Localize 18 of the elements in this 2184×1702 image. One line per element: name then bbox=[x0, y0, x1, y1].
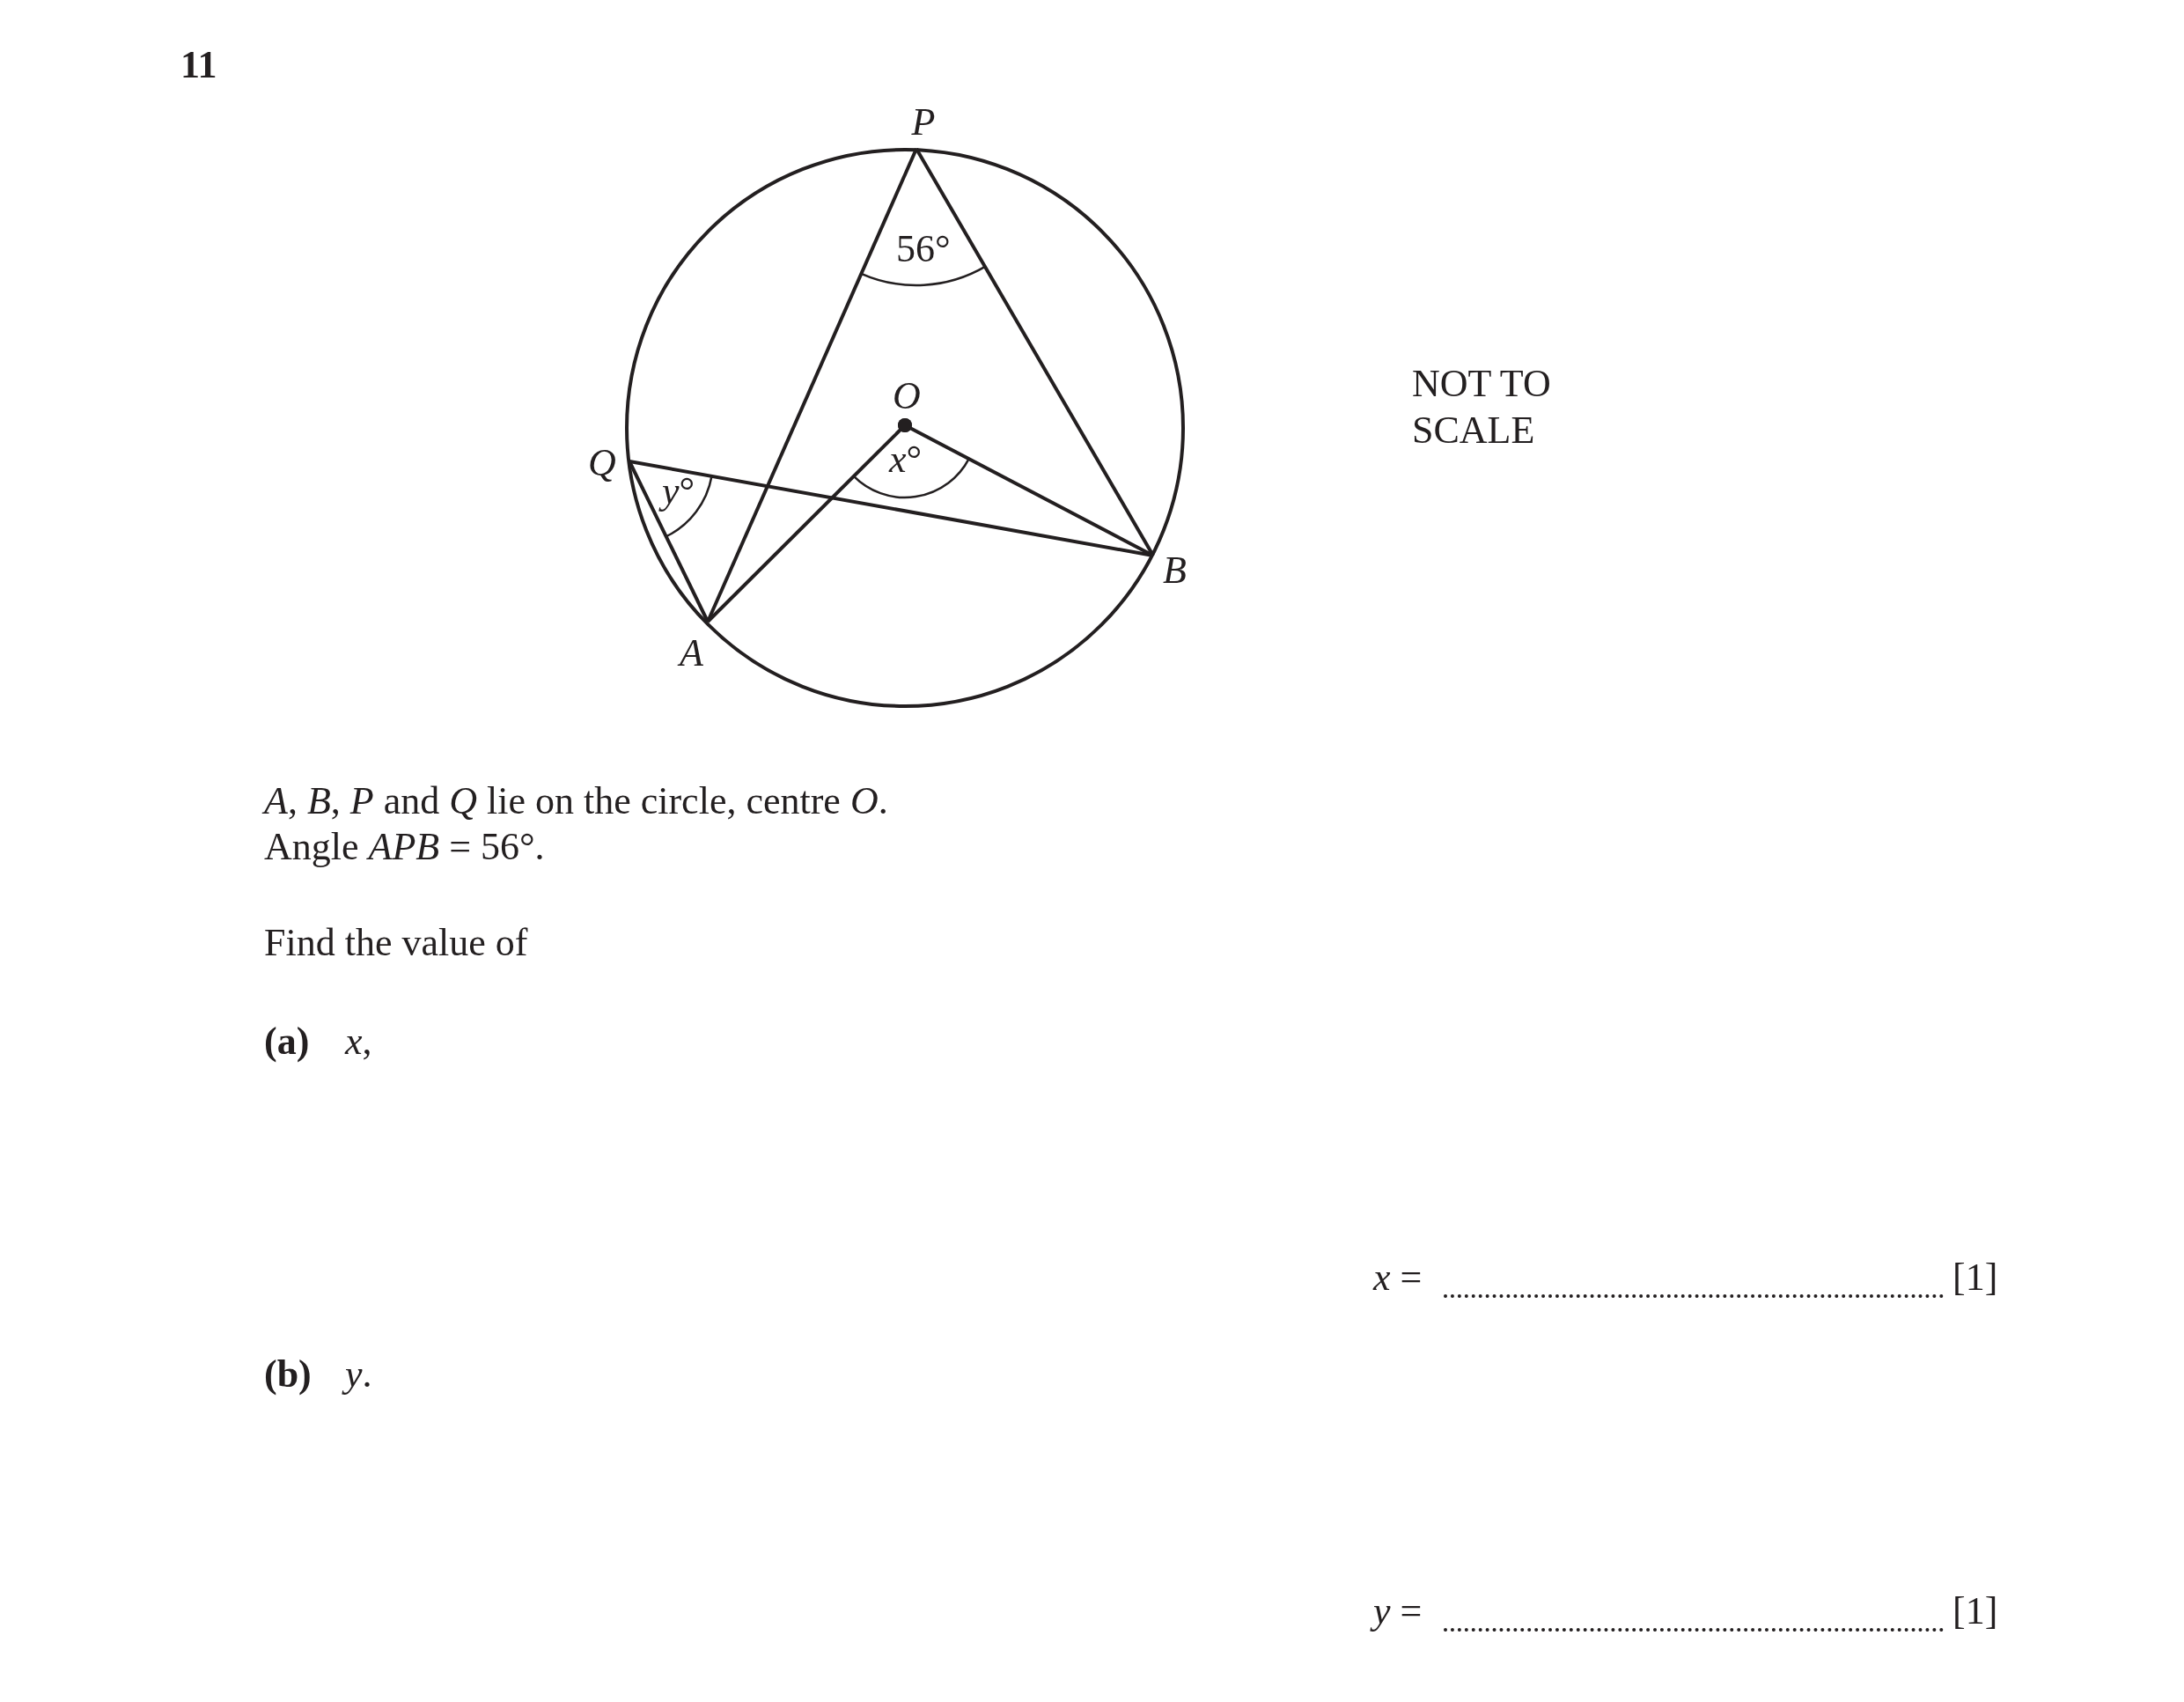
answer-prompt: x = bbox=[1373, 1255, 1423, 1300]
question-text: x, bbox=[345, 1019, 372, 1065]
angle-label: x° bbox=[889, 437, 923, 483]
mark-allocation: [1] bbox=[1952, 1588, 1998, 1634]
line-segment bbox=[915, 148, 1155, 556]
angle-label: 56° bbox=[896, 226, 951, 272]
question-text: Find the value of bbox=[264, 920, 528, 966]
question-number: 11 bbox=[180, 42, 217, 88]
part-label: (a) bbox=[264, 1019, 310, 1065]
point-label: B bbox=[1153, 551, 1187, 590]
point-label: Q bbox=[588, 444, 629, 483]
part-label: (b) bbox=[264, 1352, 312, 1397]
point-label: P bbox=[909, 103, 938, 149]
point-label: O bbox=[893, 377, 921, 425]
note: NOT TO SCALE bbox=[1412, 361, 1552, 453]
line-segment bbox=[628, 460, 710, 623]
question-text: Angle APB = 56°. bbox=[264, 824, 545, 870]
mark-allocation: [1] bbox=[1952, 1255, 1998, 1300]
